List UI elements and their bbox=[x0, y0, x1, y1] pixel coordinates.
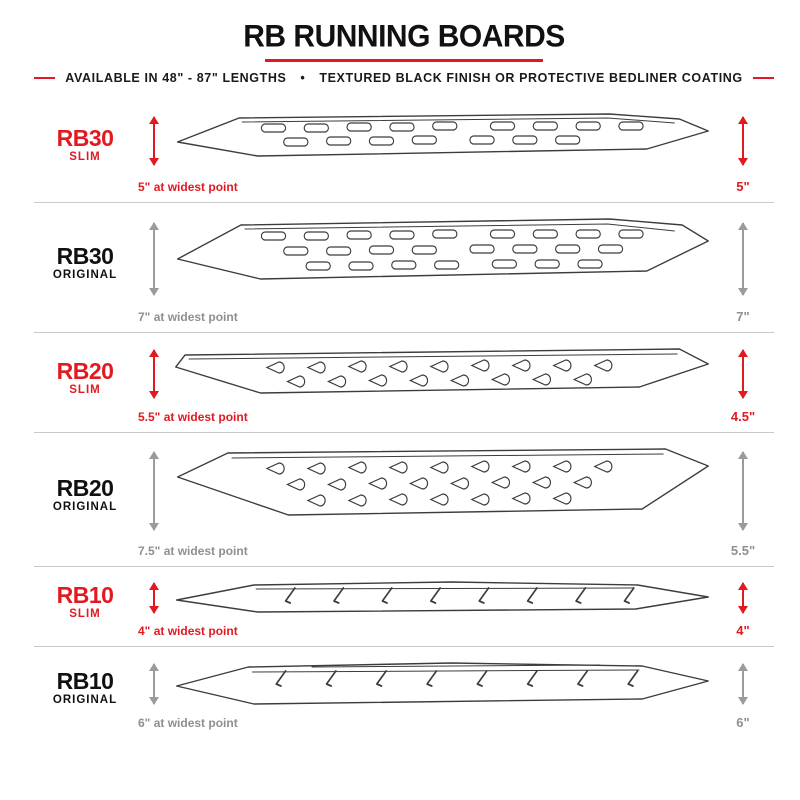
height-value-label: 6" bbox=[736, 715, 750, 730]
height-value-label: 5.5" bbox=[730, 543, 756, 558]
model-variant: SLIM bbox=[69, 150, 101, 163]
rb20-original-profile-drawing bbox=[172, 445, 712, 537]
height-arrow bbox=[712, 663, 774, 705]
model-variant: ORIGINAL bbox=[52, 500, 118, 513]
model-variant: SLIM bbox=[69, 607, 101, 620]
model-label-block: RB20 ORIGINAL bbox=[34, 476, 136, 526]
double-arrow-icon bbox=[738, 582, 748, 614]
double-arrow-icon bbox=[149, 663, 159, 705]
double-arrow-icon bbox=[149, 582, 159, 614]
model-variant: SLIM bbox=[69, 383, 101, 396]
width-arrow bbox=[136, 582, 172, 614]
rb30-original-profile-drawing bbox=[172, 215, 712, 303]
double-arrow-icon bbox=[149, 222, 159, 296]
width-arrow bbox=[136, 222, 172, 296]
page-title: RB RUNNING BOARDS bbox=[243, 19, 565, 54]
model-name: RB10 bbox=[56, 668, 114, 695]
board-row-rb10-original: RB10 ORIGINAL 6" at widest point 6" bbox=[34, 646, 774, 738]
double-arrow-icon bbox=[738, 663, 748, 705]
header: RB RUNNING BOARDS AVAILABLE IN 48" - 87"… bbox=[34, 19, 775, 85]
widest-point-label: 6" at widest point bbox=[138, 715, 238, 730]
width-arrow bbox=[136, 116, 172, 166]
subtitle-rule-left bbox=[34, 77, 56, 79]
subtitle-lengths: AVAILABLE IN 48" - 87" LENGTHS bbox=[65, 71, 287, 85]
subtitle-row: AVAILABLE IN 48" - 87" LENGTHS • TEXTURE… bbox=[34, 71, 775, 85]
subtitle-bullet: • bbox=[300, 71, 306, 85]
rb20-slim-profile-drawing bbox=[172, 345, 712, 403]
double-arrow-icon bbox=[738, 116, 748, 166]
height-arrow bbox=[712, 222, 774, 296]
model-label-block: RB10 ORIGINAL bbox=[34, 669, 136, 719]
rb-running-boards-diagram: RB RUNNING BOARDS AVAILABLE IN 48" - 87"… bbox=[34, 19, 775, 738]
width-arrow bbox=[136, 349, 172, 399]
height-value-label: 4.5" bbox=[730, 409, 756, 424]
widest-point-label: 7" at widest point bbox=[138, 309, 238, 324]
height-value-label: 4" bbox=[736, 623, 750, 638]
model-name: RB30 bbox=[56, 243, 114, 270]
subtitle: AVAILABLE IN 48" - 87" LENGTHS • TEXTURE… bbox=[65, 71, 742, 85]
model-name: RB20 bbox=[56, 475, 114, 502]
widest-point-label: 4" at widest point bbox=[138, 623, 238, 638]
double-arrow-icon bbox=[149, 451, 159, 531]
double-arrow-icon bbox=[149, 349, 159, 399]
model-name: RB20 bbox=[56, 358, 114, 385]
title-underline bbox=[265, 59, 543, 62]
model-label-block: RB20 SLIM bbox=[34, 359, 136, 409]
double-arrow-icon bbox=[738, 349, 748, 399]
model-label-block: RB30 SLIM bbox=[34, 126, 136, 176]
board-row-rb30-slim: RB30 SLIM 5" at widest point 5" bbox=[34, 97, 774, 202]
subtitle-finish: TEXTURED BLACK FINISH OR PROTECTIVE BEDL… bbox=[319, 71, 743, 85]
model-name: RB10 bbox=[56, 582, 114, 609]
model-name: RB30 bbox=[56, 125, 114, 152]
board-row-rb20-original: RB20 ORIGINAL 7.5" at widest point 5.5" bbox=[34, 432, 774, 566]
board-row-rb20-slim: RB20 SLIM 5.5" at widest point 4.5" bbox=[34, 332, 774, 432]
model-label-block: RB10 SLIM bbox=[34, 583, 136, 633]
rb30-slim-profile-drawing bbox=[172, 109, 712, 173]
model-variant: ORIGINAL bbox=[52, 268, 118, 281]
subtitle-rule-right bbox=[752, 77, 775, 79]
width-arrow bbox=[136, 663, 172, 705]
height-arrow bbox=[712, 349, 774, 399]
model-label-block: RB30 ORIGINAL bbox=[34, 244, 136, 294]
board-row-rb30-original: RB30 ORIGINAL 7" at widest point 7" bbox=[34, 202, 774, 332]
double-arrow-icon bbox=[738, 451, 748, 531]
double-arrow-icon bbox=[149, 116, 159, 166]
height-arrow bbox=[712, 116, 774, 166]
rb10-slim-profile-drawing bbox=[172, 579, 712, 617]
width-arrow bbox=[136, 451, 172, 531]
rb10-original-profile-drawing bbox=[172, 659, 712, 709]
double-arrow-icon bbox=[738, 222, 748, 296]
height-value-label: 7" bbox=[736, 309, 750, 324]
widest-point-label: 5.5" at widest point bbox=[138, 409, 248, 424]
widest-point-label: 5" at widest point bbox=[138, 179, 238, 194]
model-variant: ORIGINAL bbox=[52, 693, 118, 706]
widest-point-label: 7.5" at widest point bbox=[138, 543, 248, 558]
height-value-label: 5" bbox=[736, 179, 750, 194]
height-arrow bbox=[712, 451, 774, 531]
height-arrow bbox=[712, 582, 774, 614]
board-row-rb10-slim: RB10 SLIM 4" at widest point 4" bbox=[34, 566, 774, 646]
